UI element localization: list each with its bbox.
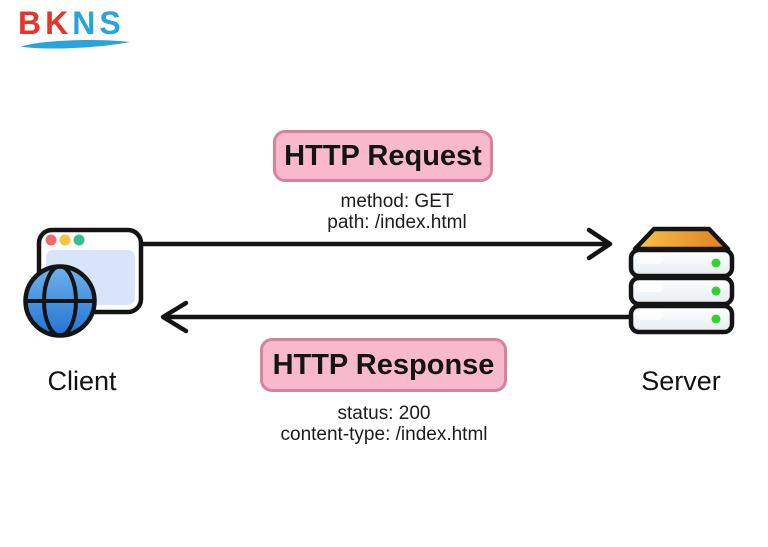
http-response-label: HTTP Response [272, 348, 495, 381]
response-arrow-icon [160, 300, 634, 334]
response-status-text: status: 200 [337, 403, 431, 424]
client-label: Client [47, 366, 117, 396]
logo-text-bk: BK [18, 5, 73, 41]
server-stack-icon [628, 226, 735, 335]
http-request-pill: HTTP Request [273, 130, 493, 182]
request-arrow-icon [140, 227, 613, 261]
server-top-lid-icon [632, 226, 731, 252]
logo-swoosh-icon [21, 40, 130, 49]
server-node [626, 226, 736, 341]
server-gloss [637, 255, 663, 320]
http-response-pill: HTTP Response [260, 338, 507, 392]
client-browser-globe-icon [23, 227, 144, 338]
request-path-text: path: /index.html [327, 212, 467, 233]
bkns-logo: BKNS [18, 7, 138, 49]
browser-dot-red-icon [45, 234, 57, 246]
logo-text: BKNS [18, 7, 138, 39]
http-request-label: HTTP Request [284, 139, 482, 172]
browser-dot-yellow-icon [59, 234, 71, 246]
browser-dot-green-icon [73, 234, 85, 246]
server-label: Server [641, 366, 721, 396]
response-meta: status: 200 content-type: /index.html [234, 403, 534, 445]
request-method-text: method: GET [340, 191, 454, 212]
request-meta: method: GET path: /index.html [247, 191, 547, 233]
logo-text-ns: NS [72, 5, 125, 41]
client-node [20, 226, 144, 345]
response-content-type-text: content-type: /index.html [280, 424, 488, 445]
globe-icon [23, 264, 97, 338]
server-led-icons [711, 258, 721, 324]
